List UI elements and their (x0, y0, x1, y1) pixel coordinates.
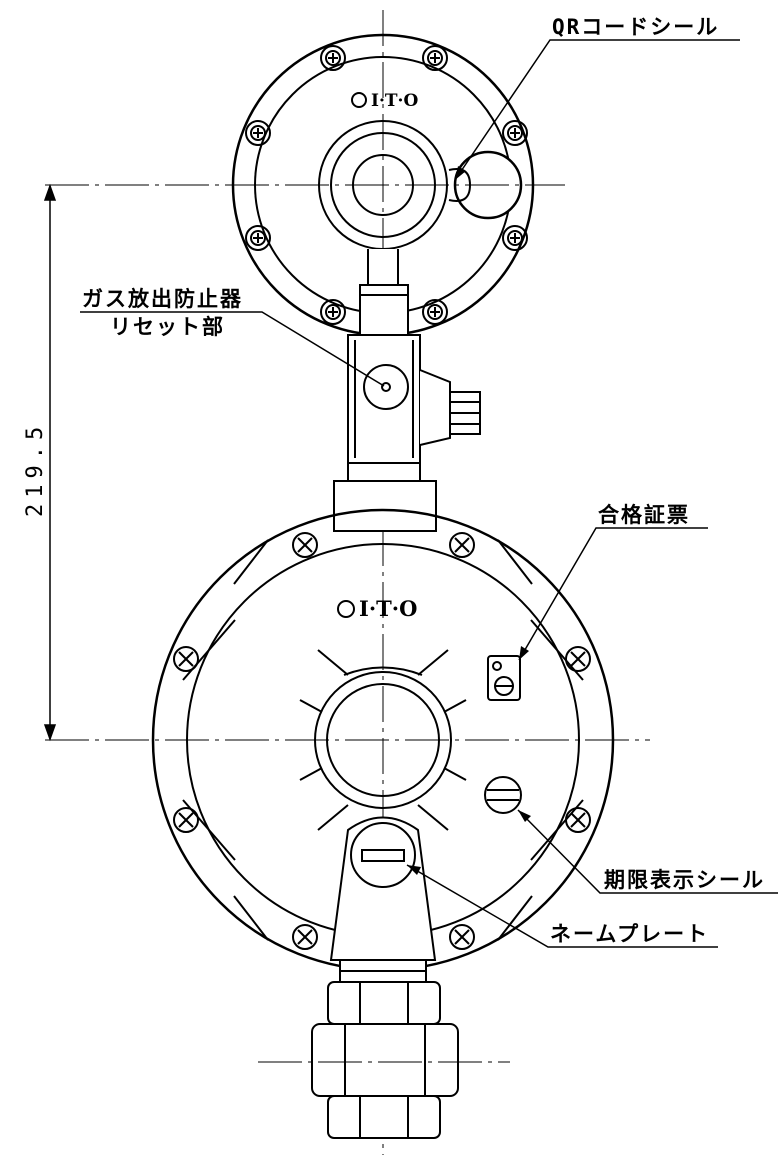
arrow-certification-label (519, 646, 529, 660)
logo-top-text: I·T·O (371, 91, 418, 111)
outlet-union-upper (327, 981, 441, 1025)
label-gas-release-preventer: ガス放出防止器 (82, 287, 243, 311)
screw-icon (502, 225, 528, 251)
screw-x-icon (449, 532, 475, 558)
certification-label-dot (492, 661, 502, 671)
main-hub-top-lip (343, 666, 423, 676)
screw-icon (245, 120, 271, 146)
screw-x-icon (173, 807, 199, 833)
screw-icon (320, 299, 346, 325)
screw-icon (245, 225, 271, 251)
leader-certification-label (518, 527, 708, 661)
screw-icon (422, 45, 448, 71)
reset-part-circle (363, 364, 409, 410)
label-qr-code-seal: QRコードシール (552, 15, 719, 39)
ito-emblem-icon (351, 92, 367, 108)
label-reset-part: リセット部 (110, 315, 225, 339)
screw-icon (320, 45, 346, 71)
screw-icon (502, 120, 528, 146)
certification-label-emblem (494, 676, 514, 696)
arrow-qr-code-seal (455, 166, 466, 180)
screw-x-icon (449, 924, 475, 950)
logo-main: I·T·O (337, 596, 417, 621)
top-screws (245, 45, 528, 325)
leader-expiry-seal (517, 809, 778, 894)
outlet-union-bottom (327, 1095, 441, 1139)
main-hub-spokes (299, 649, 467, 831)
screw-x-icon (173, 646, 199, 672)
top-stem (367, 249, 399, 286)
name-plate-slot (361, 849, 405, 862)
name-plate-disc (350, 822, 416, 888)
screw-icon (422, 299, 448, 325)
main-screws (173, 532, 591, 950)
screw-x-icon (565, 807, 591, 833)
arrow-name-plate (407, 865, 421, 875)
leader-name-plate (406, 864, 718, 948)
label-expiry-seal: 期限表示シール (604, 868, 765, 892)
reset-part-dot (381, 382, 391, 392)
screw-x-icon (292, 532, 318, 558)
screw-x-icon (292, 924, 318, 950)
label-certification: 合格証票 (598, 503, 690, 527)
label-name-plate: ネームプレート (550, 922, 709, 946)
screw-x-icon (565, 646, 591, 672)
arrow-expiry-seal (518, 810, 531, 822)
dimension-arrow-bottom (43, 724, 57, 742)
outlet-union-lower (311, 1023, 459, 1097)
leader-gas-release-preventer (80, 311, 385, 387)
top-neck (359, 284, 409, 336)
dimension-arrow-top (43, 183, 57, 201)
leader-qr-code-seal (454, 39, 740, 181)
dimension-value: 219.5 (23, 421, 48, 517)
logo-main-text: I·T·O (359, 596, 417, 621)
expiry-seal-disc (484, 776, 522, 814)
ito-emblem-icon (337, 600, 355, 618)
inlet-connector (333, 480, 437, 532)
preventer-side-boss (419, 369, 451, 446)
logo-top: I·T·O (351, 91, 418, 111)
inlet-thread (347, 462, 421, 482)
